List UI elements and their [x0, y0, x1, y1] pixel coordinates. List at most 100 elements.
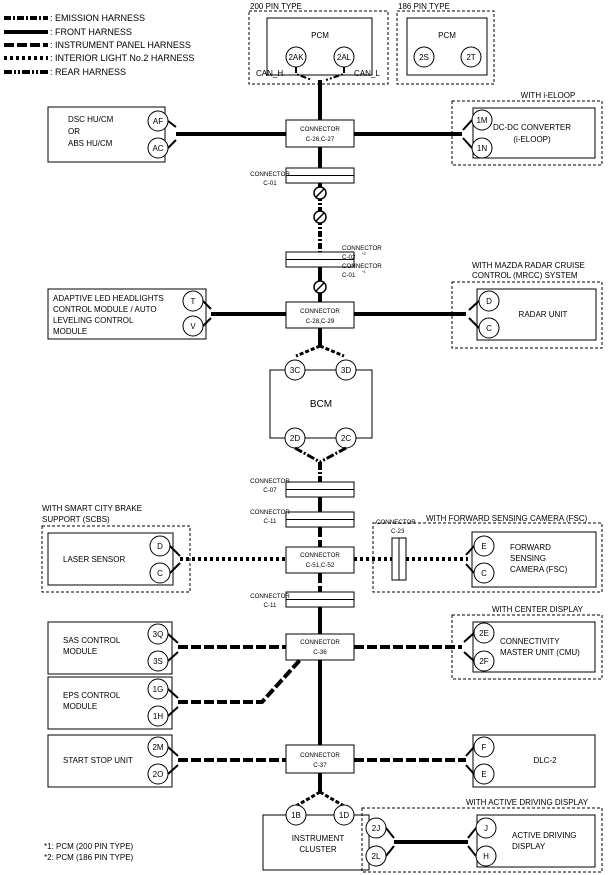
- adaptive-led-module: ADAPTIVE LED HEADLIGHTS CONTROL MODULE /…: [47, 288, 207, 340]
- aled-line3: LEVELING CONTROL: [53, 316, 134, 325]
- connector-c01: CONNECTOR C-01: [250, 167, 355, 187]
- pin-af-label: AF: [153, 117, 163, 126]
- pin-3d-label: 3D: [341, 366, 351, 375]
- cluster-box: [262, 814, 370, 871]
- pin-v-label: V: [190, 322, 196, 331]
- pin-2m-label: 2M: [152, 743, 163, 752]
- dcdc-line2: (i-ELOOP): [513, 135, 551, 144]
- connector-c07: CONNECTOR C-07: [250, 478, 355, 498]
- c26-line1: CONNECTOR: [300, 126, 340, 133]
- connector-c11-lower: CONNECTOR C-11: [250, 591, 355, 609]
- c28-line1: CONNECTOR: [300, 308, 340, 315]
- pin-t-label: T: [191, 297, 196, 306]
- cluster-line1: INSTRUMENT: [292, 834, 345, 843]
- pin-e-fsc-label: E: [481, 542, 486, 551]
- bcm-module: BCM 3C 3D 2D 2C: [269, 359, 373, 449]
- c02-sup2: *2: [362, 251, 367, 256]
- pin-2l-label: 2L: [372, 852, 381, 861]
- pin-2t: [460, 46, 482, 68]
- c11b-line1: CONNECTOR: [250, 593, 290, 600]
- c01-line2: C-01: [263, 180, 277, 187]
- dsc-line1: DSC HU/CM: [68, 115, 114, 124]
- eps-module: EPS CONTROL MODULE 1G 1H: [47, 676, 173, 730]
- pcm-wires: [295, 67, 345, 81]
- add-line1: ACTIVE DRIVING: [512, 831, 576, 840]
- pin-1d-label: 1D: [339, 811, 349, 820]
- scbs-label2: SUPPORT (SCBS): [42, 515, 110, 524]
- scbs-label1: WITH SMART CITY BRAKE: [42, 504, 142, 513]
- pin-2s-label: 2S: [419, 53, 429, 62]
- dsc-line3: ABS HU/CM: [68, 139, 113, 148]
- pin-2d-label: 2D: [290, 434, 300, 443]
- footnotes: *1: PCM (200 PIN TYPE) *2: PCM (186 PIN …: [44, 842, 134, 862]
- connector-c02: CONNECTOR C-02 *2 CONNECTOR C-01 *1: [285, 245, 382, 279]
- pin-d-radar-label: D: [486, 297, 492, 306]
- legend: : EMISSION HARNESS : FRONT HARNESS : INS…: [4, 13, 194, 77]
- connector-c11-upper: CONNECTOR C-11: [250, 509, 355, 528]
- pin-e-dlc-label: E: [481, 770, 486, 779]
- c07-line2: C-07: [263, 487, 277, 494]
- start-stop-unit: START STOP UNIT 2M 2O: [47, 734, 173, 788]
- legend-interior-light: : INTERIOR LIGHT No.2 HARNESS: [50, 53, 194, 63]
- sas-line1: SAS CONTROL: [63, 636, 121, 645]
- fsc-group: WITH FORWARD SENSING CAMERA (FSC) CONNEC…: [372, 514, 603, 593]
- i-eloop-group: WITH i-ELOOP DC-DC CONVERTER (i-ELOOP) 1…: [451, 91, 603, 166]
- pin-3d: [335, 359, 357, 381]
- pin-ac-label: AC: [152, 144, 163, 153]
- connector-c28: CONNECTOR C-28,C-29: [285, 301, 355, 329]
- aled-line2: CONTROL MODULE / AUTO: [53, 305, 157, 314]
- c26-line2: C-26,C-27: [306, 136, 335, 143]
- pin-3q-label: 3Q: [153, 630, 164, 639]
- pin-1b-label: 1B: [291, 811, 301, 820]
- add-label: WITH ACTIVE DRIVING DISPLAY: [466, 798, 589, 807]
- bcm-box: [269, 369, 373, 439]
- can-l-label: CAN_L: [354, 69, 380, 78]
- footnote-1: *1: PCM (200 PIN TYPE): [44, 842, 134, 851]
- c36-line1: CONNECTOR: [300, 639, 340, 646]
- c23-line1: CONNECTOR: [376, 519, 416, 526]
- legend-emission: : EMISSION HARNESS: [50, 13, 145, 23]
- cmu-line2: MASTER UNIT (CMU): [500, 648, 580, 657]
- bcm-title: BCM: [310, 399, 332, 410]
- mrcc-group: WITH MAZDA RADAR CRUISE CONTROL (MRCC) S…: [451, 261, 603, 349]
- c51-line2: C-51,C-52: [306, 562, 335, 569]
- legend-instrument-panel: : INSTRUMENT PANEL HARNESS: [50, 40, 191, 50]
- cmu-group: WITH CENTER DISPLAY CONNECTIVITY MASTER …: [451, 605, 603, 680]
- connector-c51: CONNECTOR C-51,C-52: [285, 546, 355, 574]
- dsc-box: [47, 106, 166, 163]
- mrcc-label1: WITH MAZDA RADAR CRUISE: [472, 261, 585, 270]
- dlc-2: DLC-2 F E: [472, 734, 596, 788]
- c51-line1: CONNECTOR: [300, 552, 340, 559]
- fsc-line2: SENSING: [510, 554, 546, 563]
- c02-sup1: *1: [362, 269, 367, 274]
- aled-line4: MODULE: [53, 327, 87, 336]
- pin-c-radar-label: C: [486, 324, 492, 333]
- aled-line1: ADAPTIVE LED HEADLIGHTS: [53, 294, 164, 303]
- c11b-line2: C-11: [264, 602, 278, 609]
- pin-2c-label: 2C: [341, 434, 351, 443]
- pin-1g-label: 1G: [153, 685, 164, 694]
- pcm-200-title: PCM: [311, 31, 329, 40]
- pin-1b: [285, 804, 307, 826]
- pin-d-laser-label: D: [157, 542, 163, 551]
- pin-2e-label: 2E: [479, 629, 489, 638]
- pin-c-laser-label: C: [157, 569, 163, 578]
- pin-2o-label: 2O: [153, 770, 164, 779]
- pin-2s: [413, 46, 435, 68]
- cmu-label: WITH CENTER DISPLAY: [492, 605, 584, 614]
- pcm-186-title: PCM: [438, 31, 456, 40]
- pin-f-dlc-label: F: [482, 743, 487, 752]
- pin-2al-label: 2AL: [337, 53, 352, 62]
- i-eloop-label: WITH i-ELOOP: [521, 91, 576, 100]
- fsc-line1: FORWARD: [510, 543, 551, 552]
- fsc-line3: CAMERA (FSC): [510, 565, 568, 574]
- c11a-line2: C-11: [264, 518, 278, 525]
- pcm-200-group: 200 PIN TYPE PCM 2AK 2AL CAN_H CAN_L: [248, 2, 389, 85]
- c07-line1: CONNECTOR: [250, 478, 290, 485]
- pcm-200-group-label: 200 PIN TYPE: [250, 2, 302, 11]
- pin-1m-label: 1M: [476, 116, 487, 125]
- pcm-200-box: [266, 17, 373, 76]
- c11a-line1: CONNECTOR: [250, 509, 290, 516]
- pin-3c: [284, 359, 306, 381]
